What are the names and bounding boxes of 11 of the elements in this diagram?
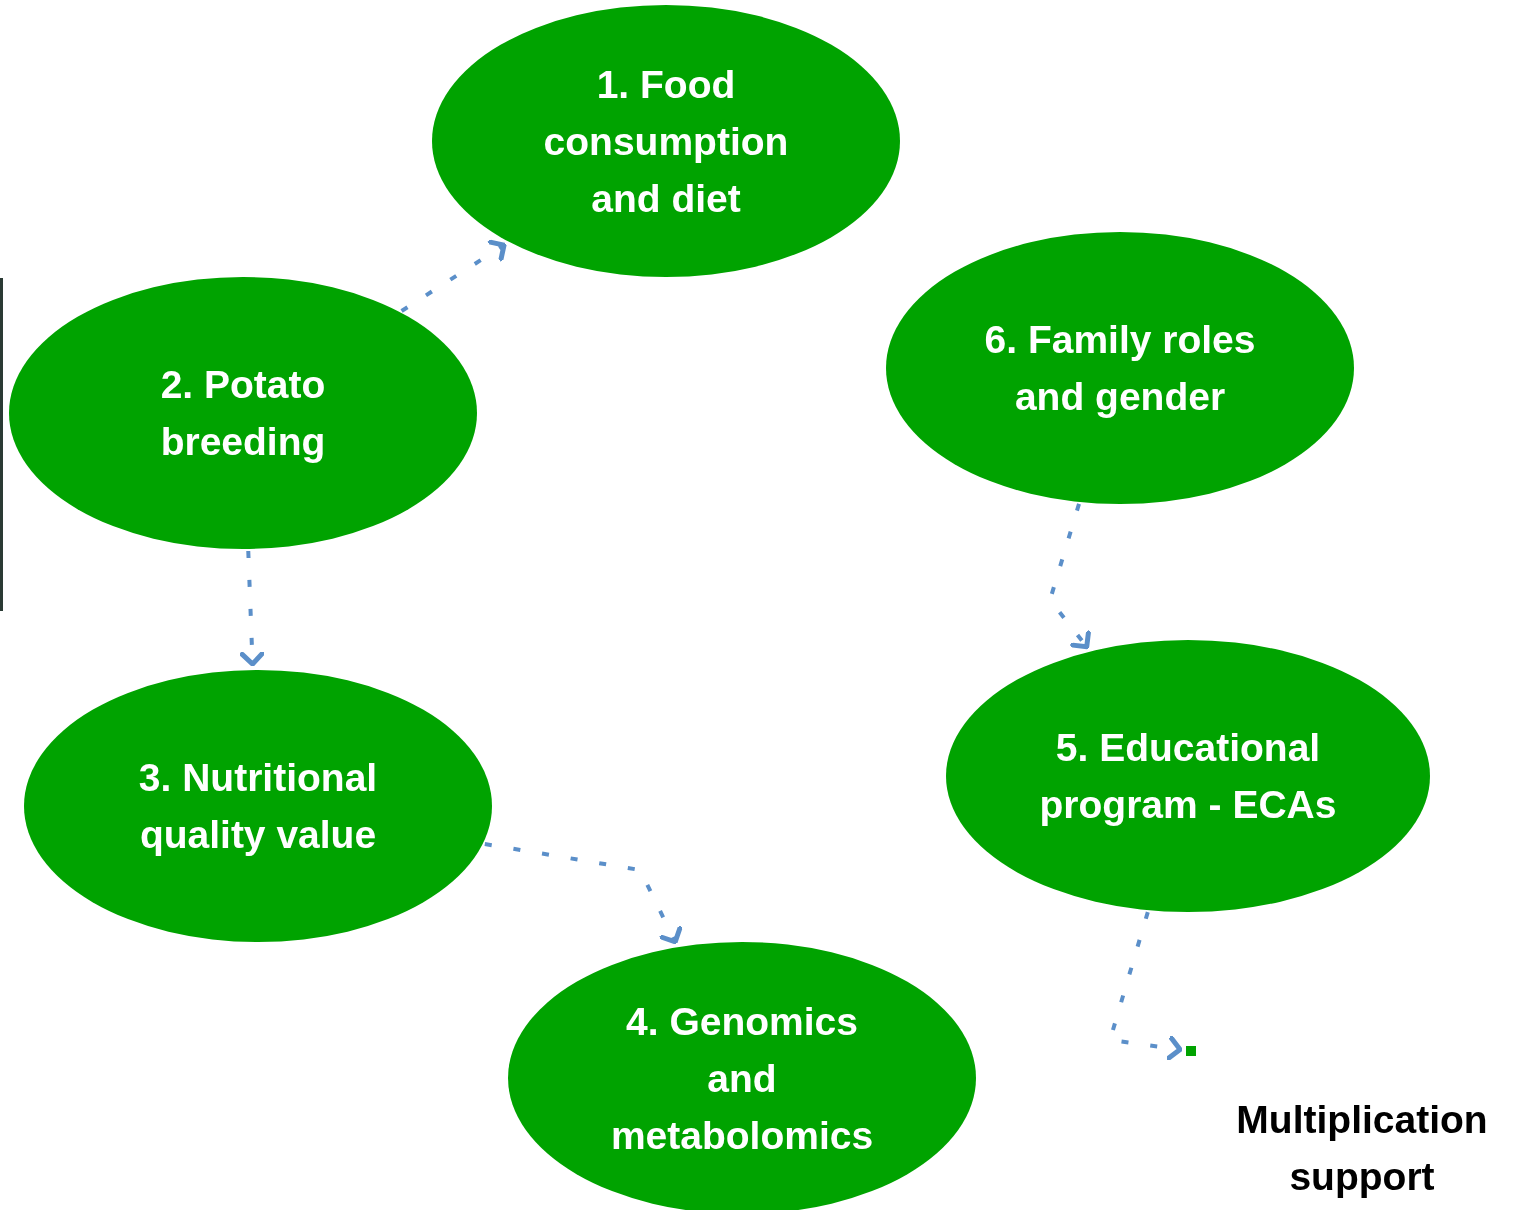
node-label: 4. Genomics and metabolomics [609,998,875,1159]
arrow [484,842,683,945]
node-label: 2. Potato breeding [159,362,327,465]
node-label: 3. Nutritional quality value [137,755,379,858]
node-label: 6. Family roles and gender [983,317,1257,420]
arrow [1047,503,1091,650]
arrow [400,239,507,313]
node-label: 1. Food consumption and diet [542,61,790,222]
side-label: Multiplication support [1235,1097,1489,1200]
node-label: 5. Educational program - ECAs [1038,725,1338,828]
arrow [239,550,265,667]
